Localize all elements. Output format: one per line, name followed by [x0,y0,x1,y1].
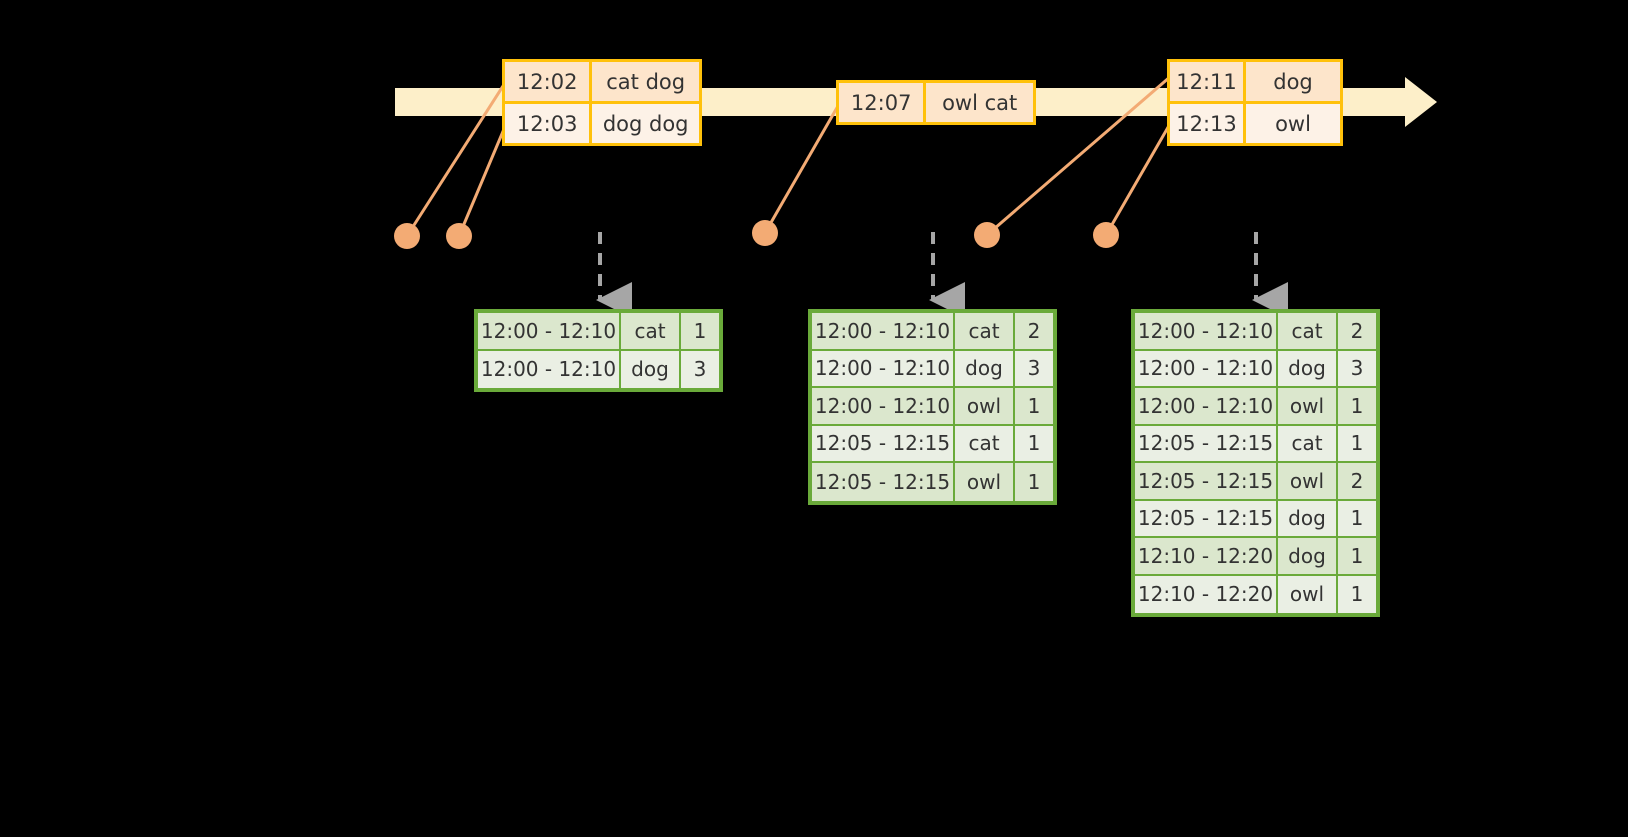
marker-dots [394,220,1119,249]
event-value: owl [1243,104,1340,143]
key-cell: dog [955,350,1015,388]
window-cell: 12:00 - 12:10 [1135,388,1278,426]
key-cell: owl [955,388,1015,426]
event-row: 12:07 owl cat [839,83,1033,122]
key-cell: dog [1278,538,1338,576]
key-cell: owl [1278,463,1338,501]
event-time: 12:07 [839,83,924,122]
event-row: 12:03 dog dog [505,101,699,143]
marker-12-11 [974,222,1000,248]
window-cell: 12:00 - 12:10 [1135,350,1278,388]
count-cell: 1 [1338,425,1376,463]
window-cell: 12:00 - 12:10 [478,313,621,351]
key-cell: cat [1278,425,1338,463]
window-cell: 12:00 - 12:10 [478,350,621,388]
event-row: 12:13 owl [1170,101,1340,143]
key-cell: owl [1278,575,1338,613]
event-value: owl cat [923,83,1033,122]
count-cell: 1 [1015,388,1053,426]
count-cell: 2 [1338,463,1376,501]
window-cell: 12:10 - 12:20 [1135,575,1278,613]
event-time: 12:03 [505,104,590,143]
window-cell: 12:00 - 12:10 [812,350,955,388]
window-cell: 12:00 - 12:10 [1135,313,1278,351]
window-cell: 12:00 - 12:10 [812,313,955,351]
count-cell: 2 [1338,313,1376,351]
event-box-3: 12:11 dog 12:13 owl [1167,59,1343,146]
event-row: 12:02 cat dog [505,62,699,101]
event-time: 12:02 [505,62,590,101]
event-time: 12:11 [1170,62,1243,101]
count-cell: 2 [1015,313,1053,351]
window-cell: 12:00 - 12:10 [812,388,955,426]
count-cell: 1 [1338,575,1376,613]
window-cell: 12:05 - 12:15 [1135,500,1278,538]
timeline-arrowhead-icon [1405,77,1437,127]
marker-12-03 [446,223,472,249]
event-time: 12:13 [1170,104,1243,143]
count-cell: 1 [1338,538,1376,576]
count-cell: 1 [1338,388,1376,426]
key-cell: dog [1278,500,1338,538]
event-value: dog dog [589,104,699,143]
count-cell: 1 [681,313,719,351]
window-cell: 12:10 - 12:20 [1135,538,1278,576]
emit-arrow-lines [596,232,1288,318]
key-cell: owl [1278,388,1338,426]
window-cell: 12:05 - 12:15 [812,463,955,501]
count-cell: 1 [1015,463,1053,501]
marker-12-13 [1093,222,1119,248]
count-cell: 1 [1015,425,1053,463]
event-box-2: 12:07 owl cat [836,80,1036,125]
count-cell: 3 [1015,350,1053,388]
key-cell: cat [955,425,1015,463]
window-cell: 12:05 - 12:15 [1135,425,1278,463]
event-value: cat dog [589,62,699,101]
window-cell: 12:05 - 12:15 [1135,463,1278,501]
event-box-1: 12:02 cat dog 12:03 dog dog [502,59,702,146]
marker-12-07 [752,220,778,246]
window-cell: 12:05 - 12:15 [812,425,955,463]
count-cell: 3 [681,350,719,388]
key-cell: cat [955,313,1015,351]
key-cell: owl [955,463,1015,501]
key-cell: cat [621,313,681,351]
event-row: 12:11 dog [1170,62,1340,101]
marker-12-02 [394,223,420,249]
event-value: dog [1243,62,1340,101]
key-cell: dog [621,350,681,388]
key-cell: dog [1278,350,1338,388]
count-cell: 1 [1338,500,1376,538]
key-cell: cat [1278,313,1338,351]
count-cell: 3 [1338,350,1376,388]
